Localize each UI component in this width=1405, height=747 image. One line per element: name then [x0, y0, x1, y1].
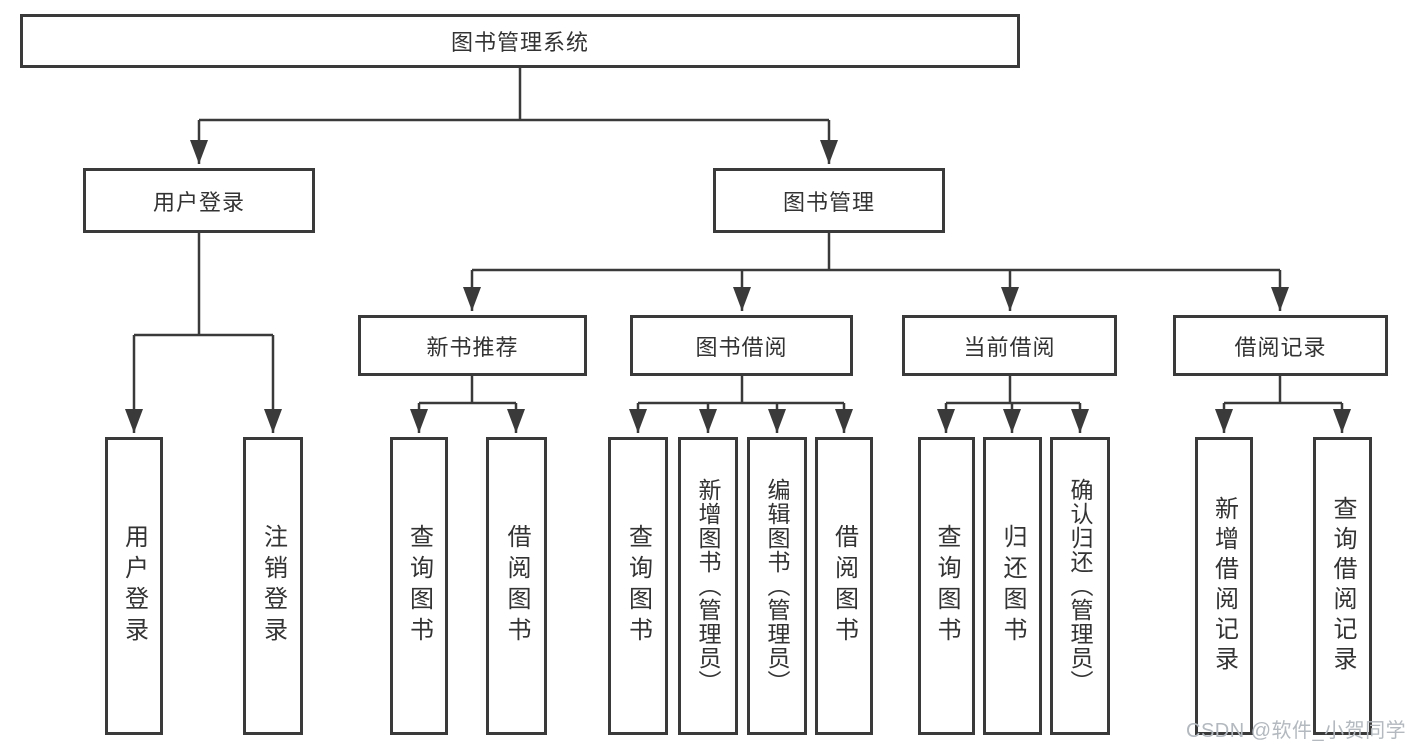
node-library-management-system: 图书管理系统 [20, 14, 1020, 68]
watermark-text: CSDN @软件_小贺同学 [1186, 720, 1405, 742]
node-label: 新增图书（管理员） [695, 478, 721, 694]
node-label: 查询图书 [933, 524, 960, 648]
node-book-management: 图书管理 [713, 168, 945, 233]
node-current-borrowing: 当前借阅 [902, 315, 1117, 376]
node-label: 图书借阅 [695, 334, 788, 360]
leaf-edit-books-admin: 编辑图书（管理员） [747, 437, 807, 735]
leaf-confirm-return-admin: 确认归还（管理员） [1050, 437, 1110, 735]
leaf-return-books: 归还图书 [983, 437, 1042, 735]
leaf-borrow-books-1: 借阅图书 [486, 437, 547, 735]
node-label: 借阅图书 [830, 524, 858, 648]
node-label: 查询借阅记录 [1329, 496, 1356, 676]
node-book-borrowing: 图书借阅 [630, 315, 853, 376]
node-label: 归还图书 [999, 524, 1026, 648]
node-label: 新书推荐 [426, 334, 519, 360]
leaf-logout: 注销登录 [243, 437, 303, 735]
leaf-borrow-books-2: 借阅图书 [815, 437, 873, 735]
leaf-add-books-admin: 新增图书（管理员） [678, 437, 738, 735]
leaf-query-books-2: 查询图书 [608, 437, 668, 735]
leaf-query-borrow-record: 查询借阅记录 [1313, 437, 1372, 735]
node-borrowing-records: 借阅记录 [1173, 315, 1388, 376]
node-label: 注销登录 [259, 524, 287, 648]
node-new-book-recommendation: 新书推荐 [358, 315, 587, 376]
node-label: 用户登录 [152, 189, 245, 215]
leaf-user-login: 用户登录 [105, 437, 163, 735]
node-label: 查询图书 [405, 524, 433, 648]
node-label: 新增借阅记录 [1210, 496, 1238, 676]
node-label: 编辑图书（管理员） [764, 478, 790, 694]
node-label: 借阅图书 [503, 524, 530, 648]
node-label: 图书管理 [782, 189, 875, 215]
node-user-login: 用户登录 [83, 168, 315, 233]
node-label: 查询图书 [624, 524, 652, 648]
node-label: 当前借阅 [963, 334, 1056, 360]
node-label: 确认归还（管理员） [1067, 478, 1093, 694]
node-label: 图书管理系统 [450, 30, 589, 55]
leaf-add-borrow-record: 新增借阅记录 [1195, 437, 1253, 735]
leaf-query-books-3: 查询图书 [918, 437, 975, 735]
leaf-query-books-1: 查询图书 [390, 437, 448, 735]
node-label: 借阅记录 [1234, 334, 1327, 360]
node-label: 用户登录 [120, 524, 148, 648]
